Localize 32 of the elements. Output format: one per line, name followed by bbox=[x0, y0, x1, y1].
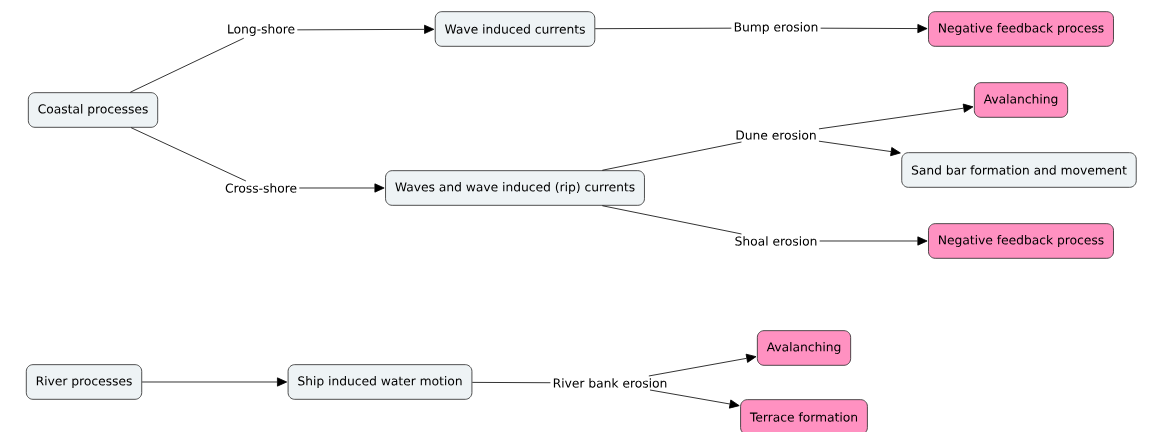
connector bbox=[298, 183, 385, 193]
connector bbox=[141, 377, 288, 387]
linking-phrase: River bank erosion bbox=[550, 376, 670, 390]
connector bbox=[648, 353, 757, 377]
concept-box: Ship induced water motion bbox=[287, 364, 473, 400]
connector bbox=[819, 236, 928, 246]
connector bbox=[471, 382, 551, 384]
concept-box: Negative feedback process bbox=[928, 223, 1114, 259]
concept-box: Terrace formation bbox=[740, 399, 868, 432]
linking-phrase: Bump erosion bbox=[731, 20, 821, 36]
concept-box: Sand bar formation and movement bbox=[901, 152, 1137, 188]
connector bbox=[296, 24, 435, 34]
connector bbox=[130, 127, 247, 182]
connector bbox=[820, 24, 928, 34]
concept-box: Coastal processes bbox=[27, 92, 159, 128]
linking-phrase: Long-shore bbox=[224, 22, 298, 38]
linking-phrase: Cross-shore bbox=[223, 181, 300, 195]
connector bbox=[129, 37, 245, 93]
connector bbox=[601, 141, 742, 171]
concept-box: Negative feedback process bbox=[928, 11, 1114, 47]
connector bbox=[601, 205, 742, 235]
linking-phrase: Shoal erosion bbox=[732, 234, 820, 248]
concept-box: River processes bbox=[25, 364, 143, 400]
concept-box: Avalanching bbox=[973, 82, 1069, 118]
concept-box: Wave induced currents bbox=[434, 11, 596, 47]
concept-box: Waves and wave induced (rip) currents bbox=[385, 170, 645, 206]
linking-phrase: Dune erosion bbox=[733, 128, 819, 142]
connector bbox=[818, 103, 974, 130]
connector bbox=[818, 140, 901, 157]
connector bbox=[649, 389, 740, 409]
connector bbox=[594, 27, 732, 30]
concept-box: Avalanching bbox=[756, 330, 852, 366]
